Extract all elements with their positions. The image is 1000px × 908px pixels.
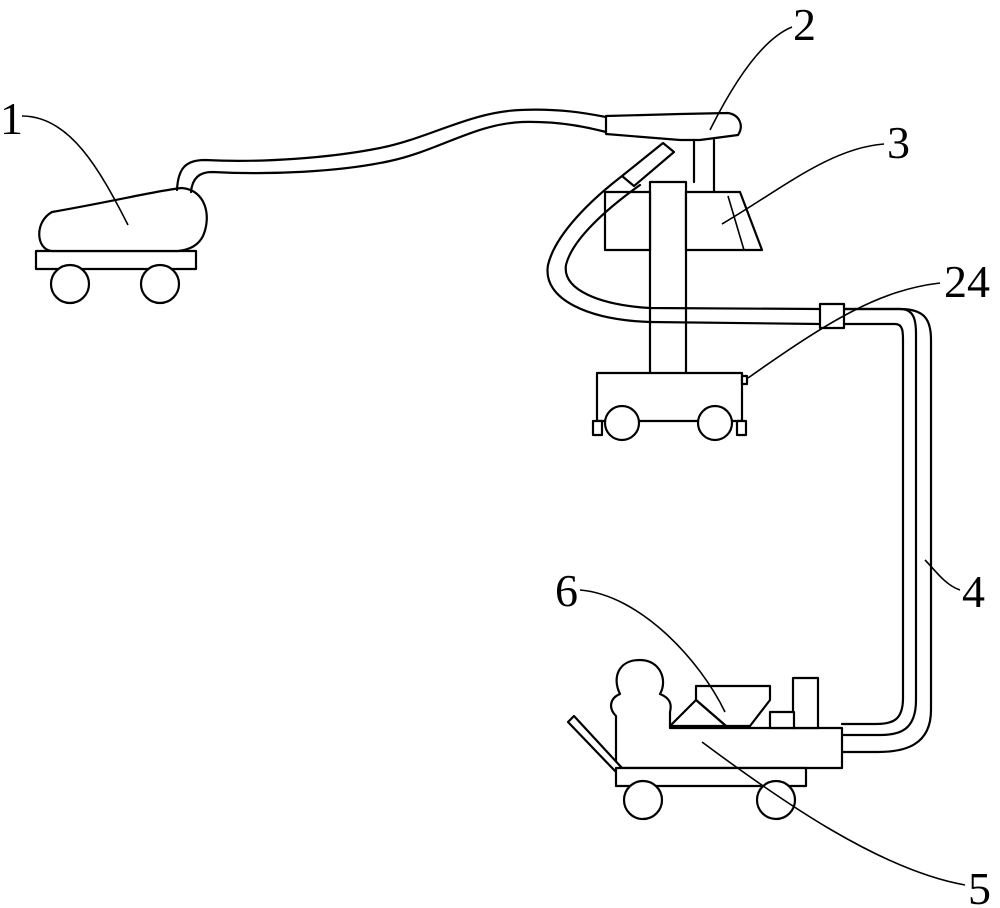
machine-5-body <box>610 658 844 770</box>
machine-5 <box>566 658 844 821</box>
leader-lines <box>21 26 966 886</box>
machine-5-wheel-right <box>755 779 797 821</box>
machine-1-body <box>38 186 208 253</box>
label-4: 4 <box>962 566 985 617</box>
stand-assembly <box>591 180 764 442</box>
hopper-3 <box>684 190 764 252</box>
stand-left-box <box>603 190 652 252</box>
stand-wheel-left <box>603 404 641 442</box>
connector-24 <box>818 302 846 330</box>
machine-5-base <box>614 766 808 788</box>
stand-foot-right <box>735 419 748 437</box>
label-1: 1 <box>0 93 23 144</box>
machine-5-handle <box>566 714 624 774</box>
stand-foot-left <box>591 419 604 437</box>
label-5: 5 <box>968 863 991 908</box>
machine-1 <box>34 186 208 305</box>
stand-wheel-right <box>696 404 734 442</box>
label-6: 6 <box>555 565 578 616</box>
stand-sensor-24 <box>740 374 749 386</box>
stand-column <box>648 180 688 376</box>
cart-1-wheel-left <box>49 263 91 305</box>
cart-1-base <box>34 249 198 271</box>
label-24: 24 <box>944 256 990 307</box>
label-3: 3 <box>887 117 910 168</box>
machine-5-wheel-left <box>622 779 664 821</box>
label-2: 2 <box>793 0 816 50</box>
cart-1-wheel-right <box>139 263 181 305</box>
machine-5-tower <box>791 676 820 730</box>
gun-2-body <box>604 111 742 142</box>
upper-hose <box>175 108 608 194</box>
curved-hose <box>546 141 822 326</box>
spray-gun-2 <box>604 111 742 194</box>
long-hose-4 <box>818 302 933 754</box>
